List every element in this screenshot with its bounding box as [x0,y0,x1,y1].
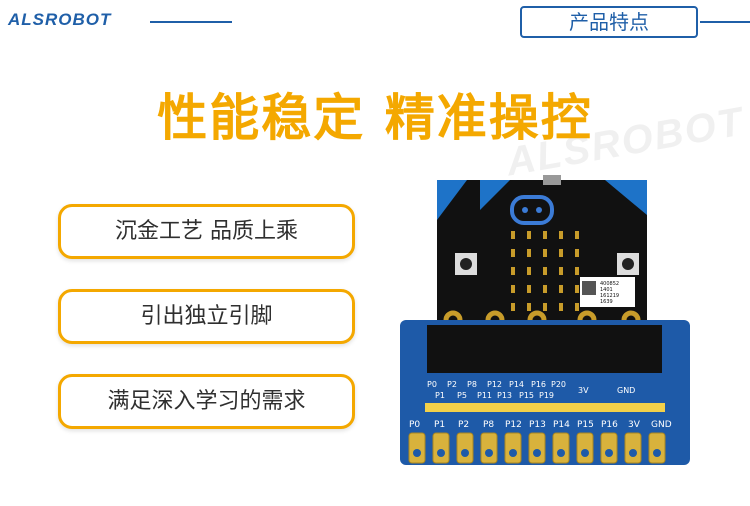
top-label-row: P0 P2 P8 P12 P14 P16 P20 P1 P5 P11 P13 P… [427,380,635,400]
section-tag: 产品特点 [520,6,698,38]
chip-label-line-3: 161219 [600,293,619,299]
feature-pill-2: 引出独立引脚 [58,289,355,344]
expansion-board: P0 P2 P8 P12 P14 P16 P20 P1 P5 P11 P13 P… [400,320,690,465]
pin-label-p1: P1 [434,420,445,430]
feature-pill-3: 满足深入学习的需求 [58,374,355,429]
page-title: 性能稳定 精准操控 [157,89,593,147]
pin-label-p0: P0 [409,420,420,430]
pin-label-row: P0 P1 P2 P8 P12 P13 P14 P15 P16 3V GND [409,420,672,430]
pin-label-p14: P14 [553,420,570,430]
top-label-p1: P1 [435,391,445,400]
chip-label-line-2: 1401 [600,287,613,293]
pin-label-p13: P13 [529,420,546,430]
chip-label: 400852 1401 161219 1639 [580,277,635,307]
pin-label-p12: P12 [505,420,522,430]
mid-label-gnd: GND [617,386,635,395]
header-bar: ALSROBOT 产品特点 [0,0,750,45]
top-label-p13: P13 [497,391,512,400]
brand-logo: ALSROBOT [8,10,112,29]
pin-label-gnd: GND [651,420,672,430]
led-matrix [511,231,579,311]
header-line-left [150,21,232,23]
pin-label-3v: 3V [628,420,641,430]
pin-label-p16: P16 [601,420,618,430]
pin-label-p15: P15 [577,420,594,430]
top-label-p14: P14 [509,380,524,389]
chip-label-line-1: 400852 [600,281,619,287]
mid-label-3v: 3V [578,386,589,395]
top-label-p15: P15 [519,391,534,400]
microbit-expansion-board-image: 400852 1401 161219 1639 P0 P2 P8 P12 P14… [400,175,690,465]
button-b [617,253,639,275]
microbit-board: 400852 1401 161219 1639 [437,175,647,330]
top-label-p16: P16 [531,380,546,389]
top-label-p11: P11 [477,391,492,400]
gold-pads [408,432,666,464]
feature-pill-1: 沉金工艺 品质上乘 [58,204,355,259]
top-label-p19: P19 [539,391,554,400]
top-label-p5: P5 [457,391,467,400]
pin-label-p8: P8 [483,420,494,430]
header-line-right [700,21,750,23]
top-label-p0: P0 [427,380,437,389]
top-label-p12: P12 [487,380,502,389]
top-label-p20: P20 [551,380,566,389]
top-label-p8: P8 [467,380,477,389]
chip-label-line-4: 1639 [600,299,613,305]
pad-holes [413,449,661,457]
pin-label-p2: P2 [458,420,469,430]
header-pins [425,403,665,412]
button-a [455,253,477,275]
top-label-p2: P2 [447,380,457,389]
